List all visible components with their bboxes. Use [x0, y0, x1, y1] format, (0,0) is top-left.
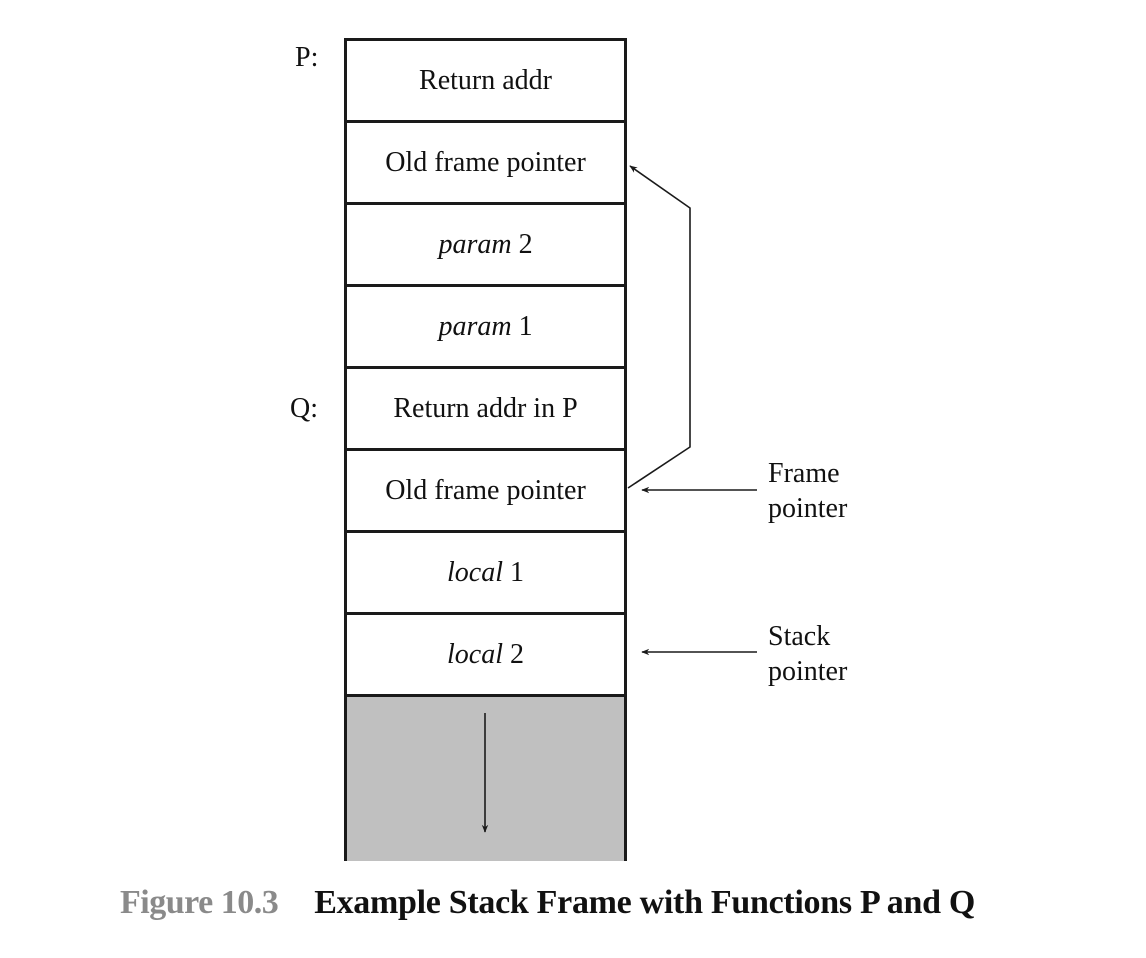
stack-cell-return-addr-in-p: Return addr in P	[344, 369, 627, 451]
stack-cell-old-frame-pointer-p: Old frame pointer	[344, 123, 627, 205]
frame-pointer-label: Frame pointer	[768, 456, 847, 526]
cell-text: Old frame pointer	[385, 146, 586, 178]
figure-caption: Figure 10.3 Example Stack Frame with Func…	[120, 884, 975, 922]
frame-link-arrow	[627, 165, 691, 489]
cell-text: Return addr in P	[393, 392, 578, 424]
frame-pointer-label-line1: Frame	[768, 458, 840, 489]
cell-italic: local	[447, 638, 503, 670]
frame-pointer-label-line2: pointer	[768, 493, 848, 524]
cell-text: Old frame pointer	[385, 474, 586, 506]
frame-marker-q: Q:	[290, 393, 318, 424]
stack-pointer-label: Stack pointer	[768, 619, 847, 689]
cell-italic: param	[438, 228, 512, 260]
figure-number: Figure 10.3	[120, 884, 279, 921]
stack-cell-old-frame-pointer-q: Old frame pointer	[344, 451, 627, 533]
cell-text: Return addr	[419, 64, 552, 96]
stack-cell-return-addr: Return addr	[344, 38, 627, 123]
cell-italic: param	[438, 310, 512, 342]
figure-title: Example Stack Frame with Functions P and…	[314, 884, 976, 921]
cell-text: 1	[518, 310, 533, 342]
stack-pointer-label-line1: Stack	[768, 621, 831, 652]
cell-text: 2	[510, 638, 524, 670]
cell-italic: local	[447, 556, 503, 588]
frame-marker-p: P:	[295, 42, 319, 73]
cell-text: 2	[518, 228, 533, 260]
cell-text: 1	[510, 556, 524, 588]
stack-pointer-label-line2: pointer	[768, 656, 848, 687]
